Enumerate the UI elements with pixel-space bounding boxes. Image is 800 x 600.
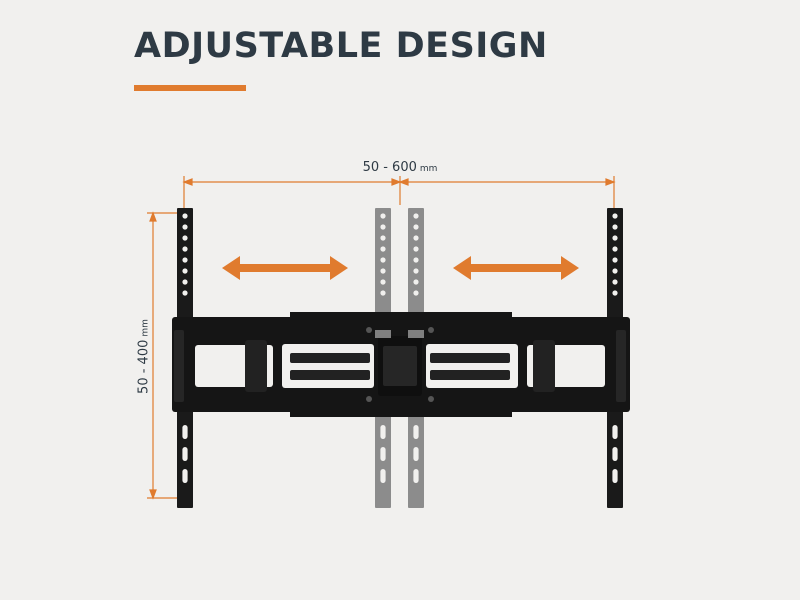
rail-slot: [182, 447, 188, 461]
rail-hole: [612, 246, 618, 252]
vertical-dimension-value: 50 - 400: [136, 339, 152, 394]
rail-hole: [380, 268, 386, 274]
rail-hole: [612, 213, 618, 219]
rail-slot: [413, 447, 419, 461]
rail-hole: [413, 279, 419, 285]
rail-hole: [612, 235, 618, 241]
horizontal-dimension-value: 50 - 600: [362, 160, 417, 175]
page-title: ADJUSTABLE DESIGN: [134, 26, 548, 66]
double-arrow-right-icon: [453, 256, 579, 280]
rail-slot: [612, 447, 618, 461]
rail-hole: [182, 279, 188, 285]
rail-hole: [413, 246, 419, 252]
rail-hole: [413, 224, 419, 230]
vertical-dimension-unit: mm: [140, 319, 151, 337]
rail-hole: [612, 268, 618, 274]
vertical-dimension-label: 50 - 400 mm: [137, 309, 152, 405]
rail-slot: [612, 425, 618, 439]
rail-hole: [612, 279, 618, 285]
rail-hole: [380, 224, 386, 230]
rail-hole: [612, 224, 618, 230]
rail-slot: [413, 425, 419, 439]
rail-hole: [413, 268, 419, 274]
double-arrow-left-icon: [222, 256, 348, 280]
rail-hole: [413, 290, 419, 296]
title-underline: [134, 85, 246, 91]
horizontal-dimension-line: [182, 176, 616, 210]
rail-hole: [413, 213, 419, 219]
rail-hole: [182, 246, 188, 252]
horizontal-dimension-unit: mm: [419, 164, 438, 174]
rail-hole: [380, 290, 386, 296]
rail-hole: [413, 257, 419, 263]
rail-hole: [612, 257, 618, 263]
wall-mount-arm-assembly: [172, 312, 630, 417]
rail-slot: [182, 425, 188, 439]
rail-hole: [380, 279, 386, 285]
rail-holes: [182, 213, 618, 483]
rail-slot: [380, 469, 386, 483]
rail-hole: [380, 235, 386, 241]
rail-hole: [413, 235, 419, 241]
rail-hole: [380, 246, 386, 252]
rail-hole: [182, 235, 188, 241]
rail-hole: [612, 290, 618, 296]
rail-hole: [380, 257, 386, 263]
rail-slot: [380, 425, 386, 439]
vertical-dimension-line: [147, 211, 180, 500]
rail-hole: [182, 213, 188, 219]
rail-hole: [182, 268, 188, 274]
rail-slot: [413, 469, 419, 483]
rail-slot: [182, 469, 188, 483]
rail-slot: [380, 447, 386, 461]
rail-slot: [612, 469, 618, 483]
rail-hole: [182, 257, 188, 263]
rail-hole: [380, 213, 386, 219]
rail-hole: [182, 224, 188, 230]
rail-hole: [182, 290, 188, 296]
